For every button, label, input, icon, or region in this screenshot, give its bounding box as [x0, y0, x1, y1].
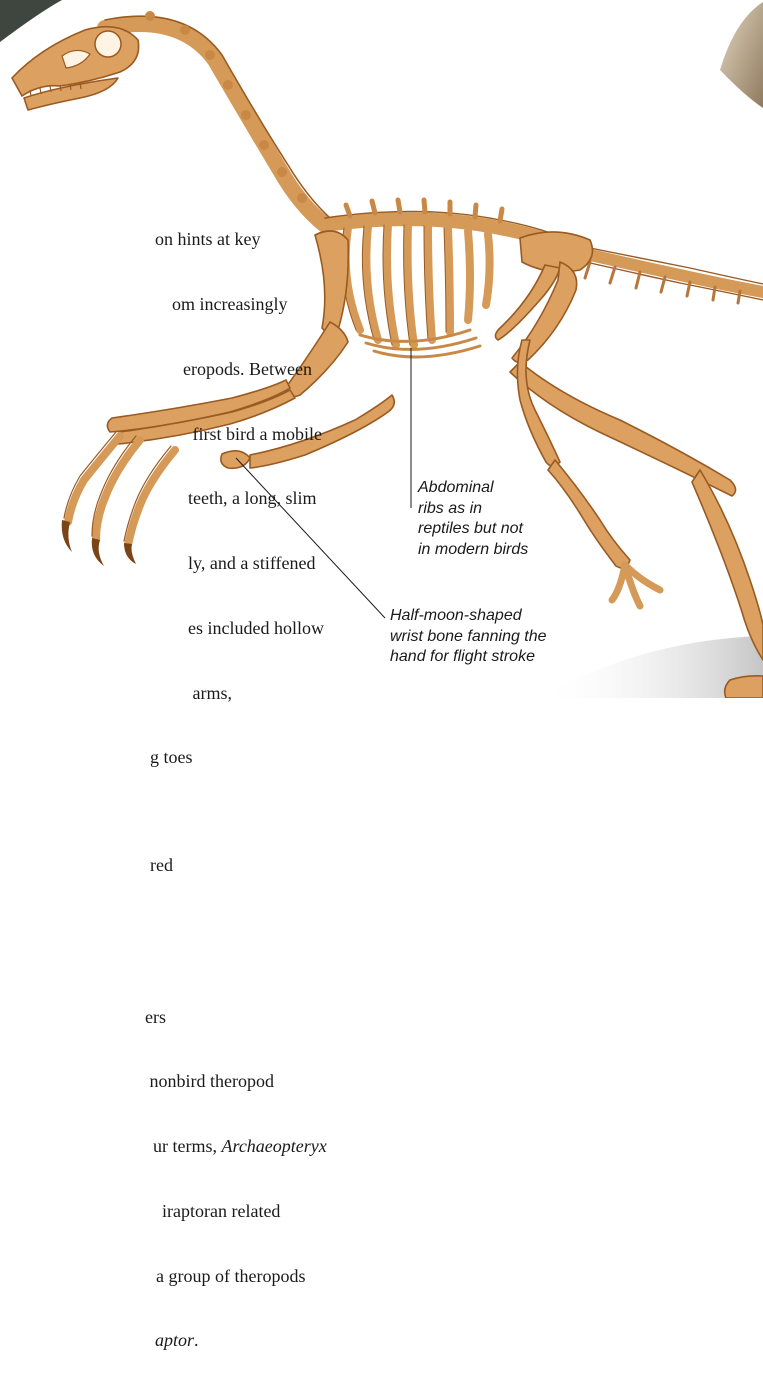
body-paragraph: on hints at key om increasingly eropods.…: [0, 186, 327, 1395]
far-foot: [725, 676, 763, 698]
caption-line: hand for flight stroke: [390, 647, 547, 668]
paragraph-line: nonbird theropod: [0, 1071, 327, 1093]
caption-line: reptiles but not: [418, 519, 528, 540]
paragraph-line: eropods. Between: [0, 359, 327, 381]
paragraph-line: teeth, a long, slim: [0, 488, 327, 510]
paragraph-line-text: ur terms,: [153, 1136, 221, 1156]
foot-toes: [612, 565, 660, 606]
paragraph-line-with-italic: ur terms, Archaeopteryx: [0, 1136, 327, 1158]
caption-abdominal-ribs: Abdominal ribs as in reptiles but not in…: [418, 478, 528, 560]
corner-decoration-dark: [0, 0, 62, 42]
caption-line: Half-moon-shaped: [390, 606, 547, 627]
pelvis: [520, 232, 592, 272]
paragraph-line: g toes: [0, 747, 327, 769]
caption-line: ribs as in: [418, 499, 528, 520]
caption-wrist-bone: Half-moon-shaped wrist bone fanning the …: [390, 606, 547, 668]
paragraph-line-with-italic: aptor.: [0, 1330, 327, 1352]
paragraph-line: arms,: [0, 683, 327, 705]
paragraph-line: om increasingly: [0, 294, 327, 316]
italic-archaeopteryx: Archaeopteryx: [221, 1136, 326, 1156]
paragraph-line: es included hollow: [0, 618, 327, 640]
paragraph-line: red: [0, 855, 327, 877]
metatarsus: [548, 460, 630, 568]
far-leg-shin: [692, 470, 763, 660]
paragraph-line: on hints at key: [0, 229, 327, 251]
paragraph-line: ly, and a stiffened: [0, 553, 327, 575]
caption-line: Abdominal: [418, 478, 528, 499]
italic-aptor: aptor: [155, 1330, 194, 1350]
caption-line: wrist bone fanning the: [390, 627, 547, 648]
paragraph-line: a group of theropods: [0, 1266, 327, 1288]
corner-decoration-light: [720, 2, 763, 108]
caption-line: in modern birds: [418, 540, 528, 561]
ribs: [346, 225, 490, 345]
neck-vertebrae: [145, 11, 307, 203]
trailing-period: .: [194, 1330, 199, 1350]
paragraph-line: first bird a mobile: [0, 424, 327, 446]
page-stage: on hints at key om increasingly eropods.…: [0, 0, 763, 698]
paragraph-line: ers: [0, 1007, 327, 1029]
paragraph-line: iraptoran related: [0, 1201, 327, 1223]
